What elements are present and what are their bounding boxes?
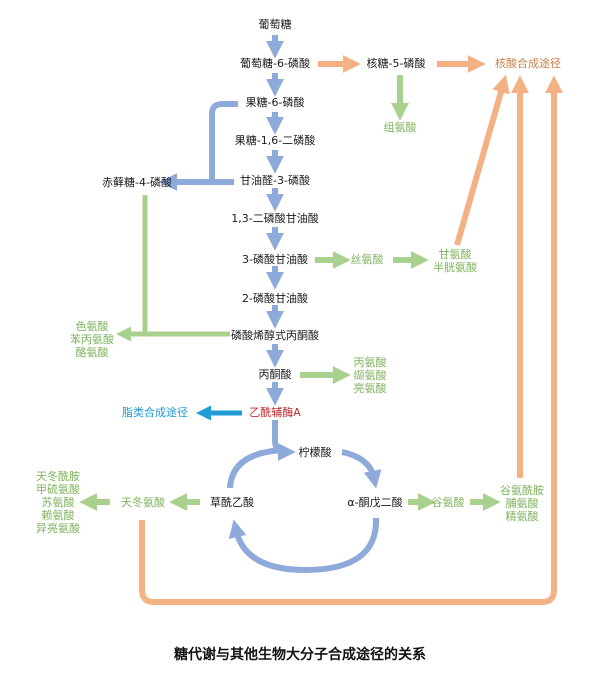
- node-r5p: 核糖-5-磷酸: [366, 57, 426, 70]
- node-glucose: 葡萄糖: [258, 18, 292, 31]
- node-tryptophan: 色氨酸: [75, 320, 109, 333]
- node-acetyl-coa: 乙酰辅酶A: [249, 406, 301, 419]
- node-pg3: 3-磷酸甘油酸: [242, 253, 308, 266]
- arc-citrate-akg: [341, 449, 382, 489]
- node-oxaloacetate: 草酰乙酸: [210, 496, 254, 509]
- arc-akg-oxaloacetate: [228, 517, 380, 574]
- node-f16bp: 果糖-1,6-二磷酸: [234, 134, 316, 147]
- amino-acid-arrows: [79, 75, 501, 511]
- node-methionine: 甲硫氨酸: [36, 483, 80, 496]
- diagram-title: 糖代谢与其他生物大分子合成途径的关系: [174, 647, 426, 663]
- node-nucleic-pathway: 核酸合成途径: [495, 57, 561, 70]
- node-valine: 缬氨酸: [353, 369, 387, 382]
- node-pyruvate: 丙酮酸: [258, 368, 292, 381]
- node-asparagine: 天冬酰胺: [36, 470, 80, 483]
- arrow-asp-nucleic: [139, 75, 563, 605]
- arrow-to-e4p: [159, 101, 238, 191]
- node-histidine: 组氨酸: [383, 121, 417, 134]
- node-lysine: 赖氨酸: [41, 509, 75, 522]
- node-e4p: 赤藓糖-4-磷酸: [102, 176, 172, 189]
- node-aspartate: 天冬氨酸: [121, 496, 165, 509]
- node-phenylalanine: 苯丙氨酸: [70, 333, 114, 346]
- node-akg: α-酮戊二酸: [347, 496, 403, 509]
- node-pyruvate-family: 丙氨酸 缬氨酸 亮氨酸: [354, 356, 387, 395]
- nucleic-arrows: [139, 55, 563, 605]
- node-proline: 脯氨酸: [505, 497, 539, 510]
- node-aspartate-family: 天冬酰胺 甲硫氨酸 苏氨酸 赖氨酸 异亮氨酸: [36, 470, 80, 535]
- node-citrate: 柠檬酸: [298, 446, 332, 459]
- arrow-gly-nucleic: [454, 74, 510, 246]
- node-tyrosine: 酪氨酸: [75, 346, 109, 359]
- node-leucine: 亮氨酸: [353, 382, 387, 395]
- node-aromatic: 色氨酸 苯丙氨酸 酪氨酸: [70, 320, 114, 359]
- node-serine: 丝氨酸: [350, 253, 384, 266]
- node-glycine: 甘氨酸: [438, 248, 472, 261]
- node-alanine: 丙氨酸: [353, 356, 387, 369]
- arc-oxaloacetate-citrate: [227, 447, 286, 489]
- node-threonine: 苏氨酸: [41, 496, 75, 509]
- node-pep: 磷酸烯醇式丙酮酸: [231, 329, 319, 342]
- node-arginine: 精氨酸: [505, 510, 539, 523]
- node-glutamate: 谷氨酸: [431, 496, 465, 509]
- node-f6p: 果糖-6-磷酸: [245, 96, 305, 109]
- node-g6p: 葡萄糖-6-磷酸: [240, 57, 310, 70]
- arrow-to-aromatic: [125, 195, 230, 334]
- node-isoleucine: 异亮氨酸: [36, 522, 80, 535]
- node-cysteine: 半胱氨酸: [433, 261, 477, 274]
- node-glutamate-family: 谷氨酰胺 脯氨酸 精氨酸: [500, 484, 544, 523]
- node-gly-cys: 甘氨酸 半胱氨酸: [433, 248, 477, 274]
- node-g3p: 甘油醛-3-磷酸: [240, 174, 310, 187]
- node-lipid-pathway: 脂类合成途径: [122, 406, 188, 419]
- node-pg2: 2-磷酸甘油酸: [242, 292, 308, 305]
- node-bpg13: 1,3-二磷酸甘油酸: [231, 212, 319, 225]
- node-glutamine: 谷氨酰胺: [500, 484, 544, 497]
